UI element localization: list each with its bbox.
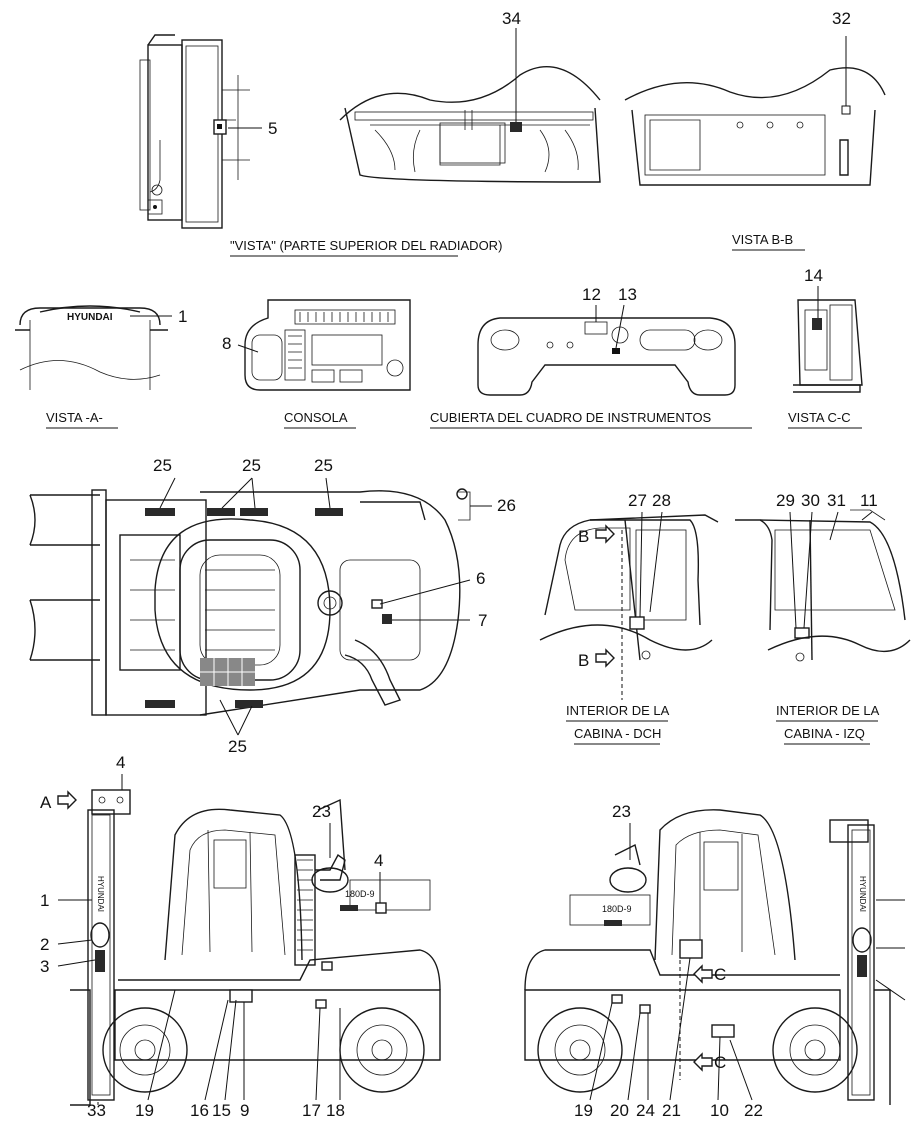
callout-15: 15 [212,1101,231,1120]
callout-21: 21 [662,1101,681,1120]
callout-29: 29 [776,491,795,510]
marker-b-bottom: B [578,651,589,670]
right-side-view: HYUNDAI 180D-9 C C 23 19 [524,802,906,1120]
callout-28: 28 [652,491,671,510]
radiator-top-view: 5 "VISTA" (PARTE SUPERIOR DEL RADIADOR) [139,34,502,257]
callout-20: 20 [610,1101,629,1120]
model-badge-right: 180D-9 [602,904,632,914]
cubierta-view: 12 13 CUBIERTA DEL CUADRO DE INSTRUMENTO… [430,285,752,429]
consola-view: 8 CONSOLA [222,299,411,429]
caption-cabina-dch-1: INTERIOR DE LA [566,703,670,718]
callout-7: 7 [478,611,487,630]
caption-cabina-dch-2: CABINA - DCH [574,726,661,741]
marker-c-top: C [714,965,726,984]
callout-25: 25 [153,456,172,475]
callout-12: 12 [582,285,601,304]
callout-13: 13 [618,285,637,304]
caption-vista-bb: VISTA B-B [732,232,793,247]
caption-cubierta: CUBIERTA DEL CUADRO DE INSTRUMENTOS [430,410,712,425]
marker-c-bottom: C [714,1053,726,1072]
caption-cabina-izq-1: INTERIOR DE LA [776,703,880,718]
callout-3: 3 [40,957,49,976]
callout-10: 10 [710,1101,729,1120]
hyundai-logo-text: HYUNDAI [67,312,113,323]
caption-vista-a: VISTA -A- [46,410,103,425]
callout-26: 26 [497,496,516,515]
callout-34: 34 [502,9,521,28]
marker-b-top: B [578,527,589,546]
callout-5: 5 [268,119,277,138]
caption-cabina-izq-2: CABINA - IZQ [784,726,865,741]
callout-30: 30 [801,491,820,510]
callout-23: 23 [612,802,631,821]
callout-19: 19 [574,1101,593,1120]
callout-24: 24 [636,1101,655,1120]
top-view: 25 25 25 25 26 6 7 [29,456,516,756]
callout-25: 25 [228,737,247,756]
left-side-view: HYUNDAI 180D-9 A 4 [40,753,441,1120]
callout-19: 19 [135,1101,154,1120]
cabina-izq-view: 29 30 31 11 INTERIOR DE LA CABINA - IZQ [735,491,911,745]
callout-16: 16 [190,1101,209,1120]
caption-consola: CONSOLA [284,410,348,425]
mast-logo-text: HYUNDAI [96,876,105,912]
callout-25: 25 [314,456,333,475]
callout-32: 32 [832,9,851,28]
callout-9: 9 [240,1101,249,1120]
caption-vista-cc: VISTA C-C [788,410,851,425]
callout-1: 1 [178,307,187,326]
vista-cc-view: 14 VISTA C-C [788,266,863,429]
callout-1: 1 [40,891,49,910]
callout-8: 8 [222,334,231,353]
cabina-dch-view: B B 27 28 INTERIOR DE LA CABINA - DCH [539,491,719,745]
callout-23: 23 [312,802,331,821]
callout-33: 33 [87,1101,106,1120]
mast-logo-text: HYUNDAI [858,876,867,912]
model-badge-left: 180D-9 [345,889,375,899]
vista-a-view: HYUNDAI 1 VISTA -A- [15,305,187,429]
callout-6: 6 [476,569,485,588]
callout-22: 22 [744,1101,763,1120]
callout-2: 2 [40,935,49,954]
marker-a: A [40,793,52,812]
callout-25: 25 [242,456,261,475]
callout-31: 31 [827,491,846,510]
callout-11: 11 [860,491,878,510]
vista-bb-view: 34 32 VISTA B-B [339,9,886,251]
callout-14: 14 [804,266,823,285]
callout-4: 4 [374,851,383,870]
callout-27: 27 [628,491,647,510]
callout-18: 18 [326,1101,345,1120]
caption-radiator: "VISTA" (PARTE SUPERIOR DEL RADIADOR) [230,238,502,253]
callout-4: 4 [116,753,125,772]
callout-17: 17 [302,1101,321,1120]
